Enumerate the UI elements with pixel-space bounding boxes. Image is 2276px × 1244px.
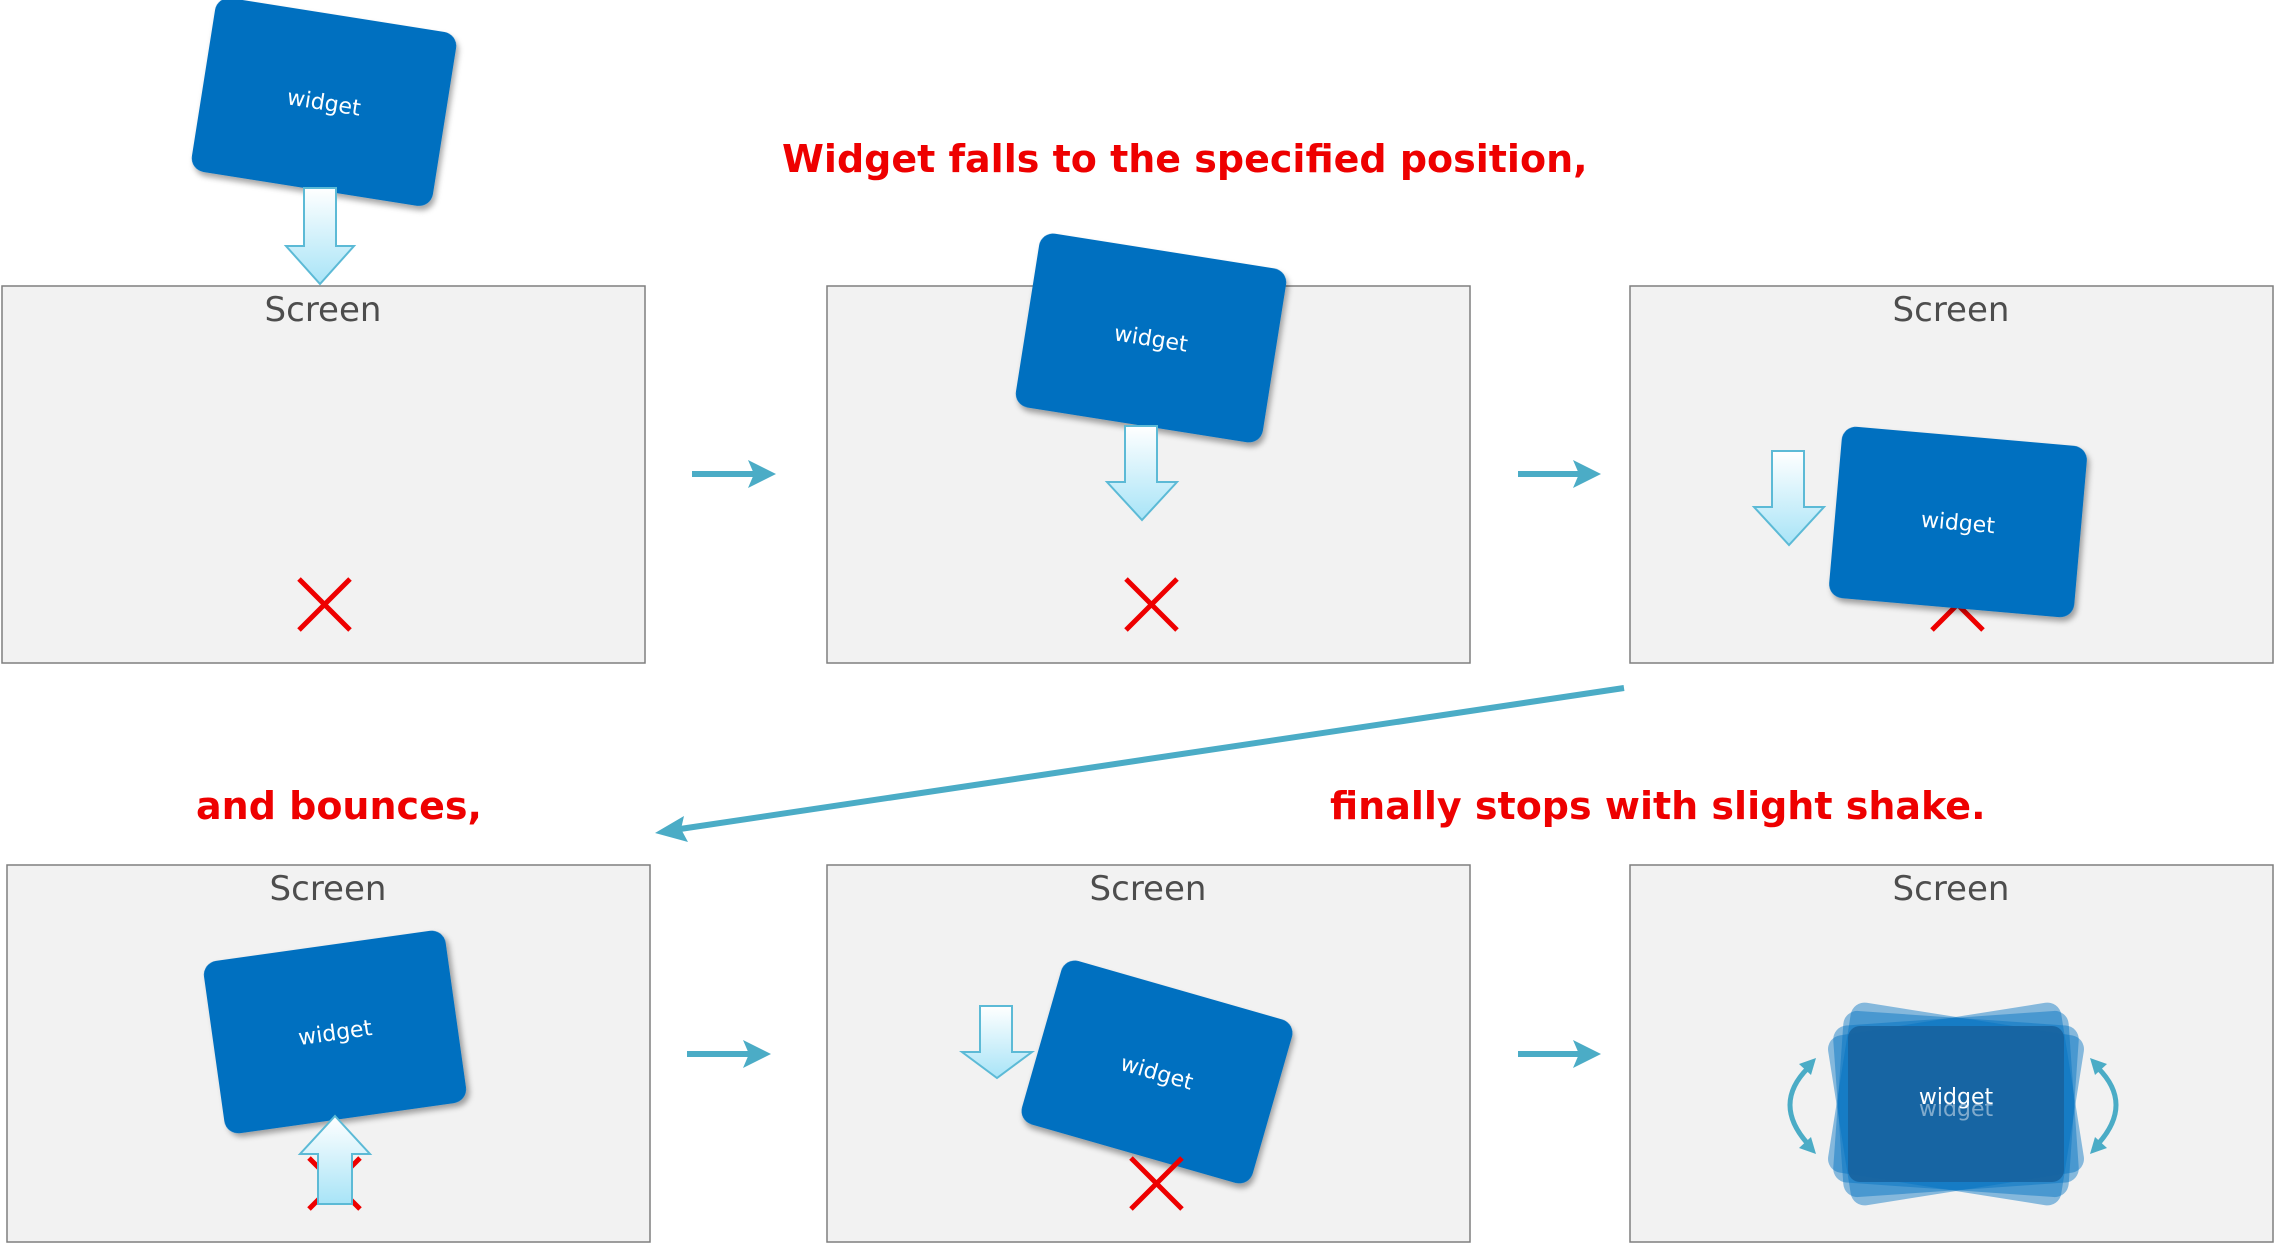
x-mark-icon <box>1129 1156 1184 1211</box>
down-arrow-icon <box>958 1005 1036 1080</box>
widget-card-settling: widget <box>1021 960 1293 1184</box>
flow-arrow-4 <box>1518 1040 1601 1068</box>
screen-label: Screen <box>270 869 387 909</box>
screen-3: Screen widget <box>1629 285 2274 664</box>
x-mark-icon <box>1124 577 1179 632</box>
curved-double-arrow-icon <box>1787 1058 1816 1154</box>
down-arrow-icon <box>1104 425 1180 522</box>
caption-falls: Widget falls to the specified position, <box>782 137 1588 181</box>
screen-label: Screen <box>1090 869 1207 909</box>
screen-label: Screen <box>265 290 382 330</box>
screen-label: Screen <box>1893 869 2010 909</box>
flow-arrow-3 <box>687 1040 771 1068</box>
widget-label-ghost: widget <box>1919 1097 1994 1122</box>
screen-1: Screen <box>1 285 646 664</box>
screen-4: Screen widget <box>6 864 651 1243</box>
caption-bounces: and bounces, <box>196 784 482 828</box>
widget-card-falling: widget <box>1015 233 1287 443</box>
screen-5: Screen widget <box>826 864 1471 1243</box>
down-arrow-icon <box>283 187 357 286</box>
widget-card-landing: widget <box>1829 426 2087 618</box>
widget-card-bouncing: widget <box>203 930 467 1134</box>
flow-arrow-2 <box>1518 460 1601 488</box>
widget-card-shaking: widget widget <box>1828 1002 2084 1206</box>
widget-label: widget <box>1919 1085 1994 1110</box>
down-arrow-icon <box>1751 450 1827 547</box>
widget-card-initial: widget <box>191 0 457 206</box>
caption-stops: finally stops with slight shake. <box>1330 784 1986 828</box>
flow-arrow-diagonal <box>655 685 1625 842</box>
screen-2: widget <box>826 233 1471 664</box>
curved-double-arrow-icon <box>2090 1058 2119 1154</box>
screen-label: Screen <box>1893 290 2010 330</box>
screen-6: Screen widget widget <box>1629 864 2274 1243</box>
up-arrow-icon <box>297 1114 373 1205</box>
flow-arrow-1 <box>692 460 776 488</box>
x-mark-icon <box>297 577 352 632</box>
